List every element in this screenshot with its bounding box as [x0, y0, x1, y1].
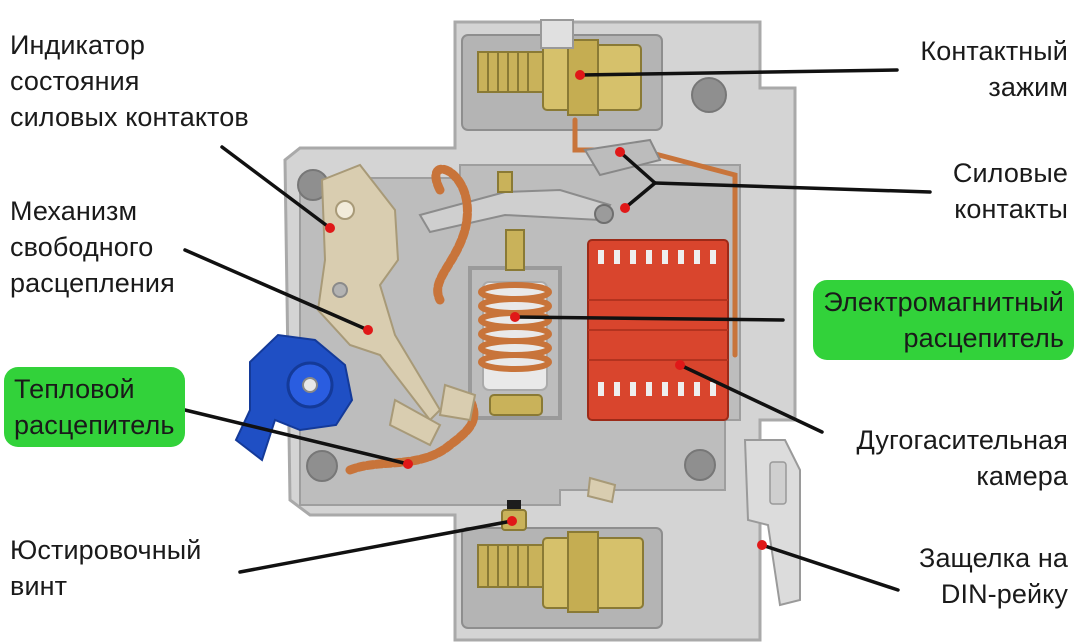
marker-mechanism	[363, 325, 373, 335]
fixed-contact	[583, 138, 662, 177]
top-terminal-clamp	[540, 19, 642, 116]
leader-power-contacts-b	[618, 150, 657, 185]
label-arc-chamber-line-2: камера	[976, 461, 1068, 491]
leader-thermal	[183, 408, 410, 466]
mounting-holes	[297, 77, 727, 482]
label-indicator-line-1: Индикатор	[10, 30, 145, 60]
marker-power-contacts-upper	[615, 147, 625, 157]
leader-indicator	[220, 145, 332, 230]
marker-indicator	[325, 223, 335, 233]
label-mechanism: Механизм свободного расцепления	[10, 193, 175, 301]
marker-thermal	[403, 459, 413, 469]
label-din-latch-line-2: DIN-рейку	[940, 579, 1068, 609]
electromagnetic-coil	[468, 229, 562, 420]
label-arc-chamber-line-1: Дугогасительная	[856, 425, 1068, 455]
bottom-terminal-clamp	[542, 531, 644, 613]
label-indicator-line-2: состояния	[10, 66, 140, 96]
leader-screw	[238, 519, 514, 574]
label-terminal: Контактный зажим	[920, 33, 1068, 105]
latch-pieces	[388, 383, 617, 504]
label-indicator: Индикатор состояния силовых контактов	[10, 27, 249, 135]
leader-electromagnetic	[513, 315, 785, 322]
label-terminal-line-2: зажим	[988, 72, 1068, 102]
braided-wire	[345, 164, 479, 475]
leader-power-contacts-c	[623, 181, 657, 210]
label-thermal-line-1: Тепловой	[14, 374, 135, 404]
marker-electromagnetic	[510, 312, 520, 322]
top-terminal-screw	[477, 51, 544, 93]
label-din-latch-line-1: Защелка на	[919, 543, 1068, 573]
label-electromagnetic-line-2: расцепитель	[903, 323, 1064, 353]
label-mechanism-line-3: расцепления	[10, 268, 175, 298]
arc-chamber-illustration	[587, 239, 729, 421]
label-electromagnetic-line-1: Электромагнитный	[823, 287, 1064, 317]
marker-arc-chamber	[675, 360, 685, 370]
label-indicator-line-3: силовых контактов	[10, 102, 249, 132]
marker-terminal	[575, 70, 585, 80]
label-din-latch: Защелка на DIN-рейку	[919, 540, 1068, 612]
label-screw-line-2: винт	[10, 571, 68, 601]
leader-lines	[183, 68, 932, 592]
label-power-contacts-line-2: контакты	[954, 194, 1068, 224]
label-terminal-line-1: Контактный	[920, 36, 1068, 66]
label-screw: Юстировочный винт	[10, 532, 201, 604]
marker-power-contacts-lower	[620, 203, 630, 213]
leader-terminal	[578, 68, 899, 77]
label-thermal-line-2: расцепитель	[14, 410, 175, 440]
leader-din-latch	[760, 543, 900, 592]
leader-arc-chamber	[678, 363, 824, 434]
label-power-contacts: Силовые контакты	[953, 155, 1068, 227]
label-electromagnetic: Электромагнитный расцепитель	[813, 280, 1074, 360]
label-power-contacts-line-1: Силовые	[952, 158, 1068, 188]
marker-screw	[507, 516, 517, 526]
label-arc-chamber: Дугогасительная камера	[856, 422, 1068, 494]
leader-power-contacts-a	[653, 181, 932, 194]
bottom-terminal-screw	[477, 544, 544, 588]
marker-din-latch	[757, 540, 767, 550]
marker-dots	[325, 70, 767, 550]
din-latch-illustration	[743, 439, 801, 607]
leader-mechanism	[183, 248, 370, 332]
label-screw-line-1: Юстировочный	[10, 535, 202, 565]
label-mechanism-line-1: Механизм	[10, 196, 138, 226]
label-mechanism-line-2: свободного	[10, 232, 154, 262]
label-thermal: Тепловой расцепитель	[4, 367, 185, 447]
